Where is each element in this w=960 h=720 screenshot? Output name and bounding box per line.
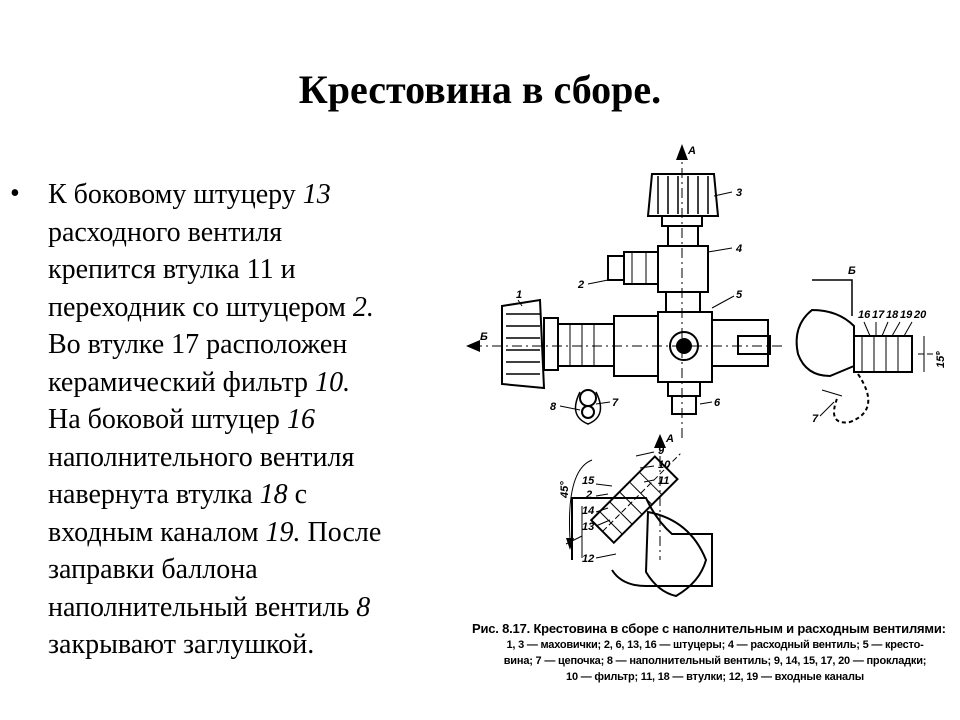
label-b-view: Б	[848, 265, 856, 277]
label-13: 13	[582, 521, 594, 533]
label-45-deg: 45°	[559, 481, 571, 499]
bullet-dot: •	[10, 178, 20, 209]
technical-drawing: A 3 4 5 2 1 Б 8 7 6 Б 16 17 18 19 20 7 1…	[462, 140, 960, 700]
body-line: Во втулке 17 расположен	[48, 326, 458, 364]
body-line-text: наполнительного вентиля	[48, 441, 355, 473]
part-number-ref: 18	[259, 479, 288, 510]
caption-legend: 1, 3 — маховички; 2, 6, 13, 16 — штуцеры…	[472, 637, 958, 685]
body-line-text: закрывают заглушкой.	[48, 629, 315, 660]
body-line-text: переходник со штуцером	[48, 291, 353, 323]
caption-title: Рис. 8.17. Крестовина в сборе с наполнит…	[472, 621, 946, 636]
label-b-left: Б	[480, 331, 488, 343]
body-line-text: крепится втулка 11 и	[48, 254, 296, 285]
label-2: 2	[577, 279, 584, 291]
label-2-view: 2	[585, 489, 592, 501]
label-3: 3	[736, 187, 742, 199]
label-15: 15	[582, 475, 595, 487]
label-18: 18	[886, 309, 899, 321]
label-7: 7	[612, 397, 619, 409]
caption-line: 1, 3 — маховички; 2, 6, 13, 16 — штуцеры…	[506, 639, 924, 651]
slide-title: Крестовина в сборе.	[298, 67, 662, 112]
figure-caption: Рис. 8.17. Крестовина в сборе с наполнит…	[472, 620, 958, 685]
body-line-text: заправки баллона	[48, 554, 258, 585]
body-line: крепится втулка 11 и	[48, 251, 458, 289]
label-11: 11	[658, 475, 669, 487]
body-line: навернута втулка 18 с	[48, 476, 458, 514]
body-line-text: входным каналом	[48, 516, 266, 548]
label-7-view: 7	[812, 413, 819, 425]
part-number-ref: 2.	[352, 291, 374, 323]
body-line-text: На боковой штуцер	[48, 404, 287, 435]
label-15-deg: 15°	[935, 351, 947, 368]
body-line: наполнительного вентиля	[48, 439, 458, 477]
body-line: На боковой штуцер 16	[48, 401, 458, 439]
label-12: 12	[582, 553, 594, 565]
body-line-tail: с	[287, 479, 308, 510]
caption-line: вина; 7 — цепочка; 8 — наполнительный ве…	[503, 655, 927, 667]
body-line-text: навернута втулка	[48, 479, 260, 510]
label-8: 8	[550, 401, 557, 413]
body-line: К боковому штуцеру 13	[48, 176, 458, 214]
part-number-ref: 16	[286, 404, 315, 435]
cross-assembly-drawing: A 3 4 5 2 1 Б 8 7 6 Б 16 17 18 19 20 7 1…	[466, 144, 947, 598]
label-9: 9	[658, 445, 665, 457]
part-number-ref: 13	[302, 179, 331, 210]
label-a-top: A	[687, 145, 696, 157]
label-5: 5	[736, 289, 743, 301]
body-line: керамический фильтр 10.	[48, 364, 458, 402]
label-6: 6	[714, 397, 721, 409]
label-16: 16	[858, 309, 871, 321]
body-line: наполнительный вентиль 8	[48, 589, 458, 627]
label-20: 20	[913, 309, 927, 321]
body-line-text: К боковому штуцеру	[48, 179, 303, 210]
part-number-ref: 8	[356, 591, 371, 623]
label-17: 17	[872, 309, 885, 321]
body-line-text: Во втулке 17 расположен	[48, 329, 348, 360]
label-19: 19	[900, 309, 913, 321]
body-line: расходного вентиля	[48, 214, 458, 252]
label-10: 10	[658, 459, 671, 471]
body-line: входным каналом 19. После	[48, 514, 458, 552]
part-number-ref: 19.	[265, 516, 301, 548]
body-line-tail: После	[300, 516, 382, 548]
caption-line: 10 — фильтр; 11, 18 — втулки; 12, 19 — в…	[566, 671, 864, 683]
body-line: закрывают заглушкой.	[48, 626, 458, 664]
part-number-ref: 10.	[315, 366, 351, 398]
body-line: заправки баллона	[48, 551, 458, 589]
body-line: переходник со штуцером 2.	[48, 289, 458, 327]
label-1: 1	[516, 289, 522, 301]
label-14: 14	[582, 505, 594, 517]
body-line-text: керамический фильтр	[48, 366, 316, 398]
label-4: 4	[735, 243, 742, 255]
body-line-text: расходного вентиля	[48, 216, 283, 248]
body-line-text: наполнительный вентиль	[48, 591, 357, 623]
label-a-view: A	[665, 433, 674, 445]
